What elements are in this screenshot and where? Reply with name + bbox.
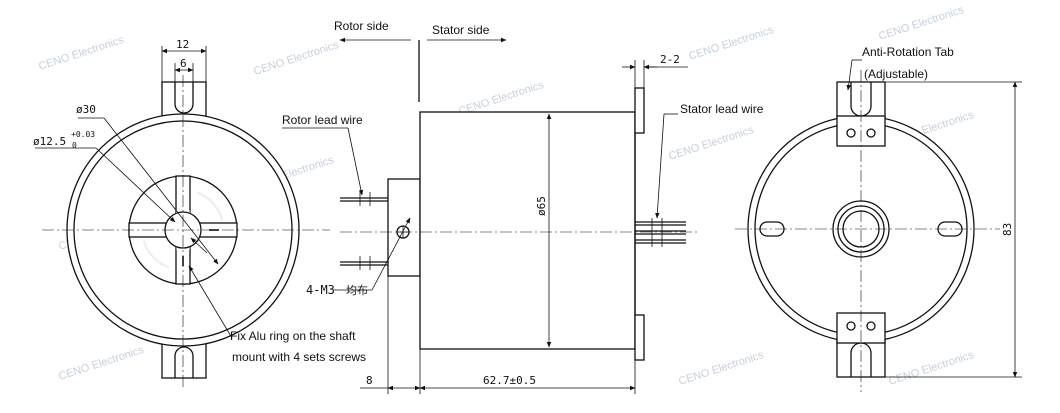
watermark: CENO Electronics (887, 349, 975, 388)
label-rotor-lead-wire: Rotor lead wire (282, 113, 363, 127)
label-stator-side: Stator side (432, 23, 490, 37)
stator-end-view: 83 Anti-Rotation Tab (Adjustable) (735, 45, 1022, 392)
label-stator-lead-wire: Stator lead wire (680, 102, 764, 116)
label-rotor-side: Rotor side (334, 19, 389, 33)
flange-top (634, 87, 645, 134)
watermark: CENO Electronics (677, 349, 765, 388)
slot-upper-right-inner (197, 192, 223, 220)
dim-12: 12 (176, 38, 189, 51)
watermark: CENO Electronics (667, 124, 755, 163)
watermark: CENO Electronics (37, 34, 125, 73)
rotor-end-view: 12 6 ø30 ø12.5 +0.03 0 Fix Alu ring on t… (33, 38, 366, 390)
label-adjustable: (Adjustable) (864, 67, 928, 81)
watermark: CENO Electronics (57, 344, 145, 383)
dim-dia-65: ø65 (535, 196, 548, 216)
dim-6: 6 (180, 57, 187, 70)
bottom-tab-slot (174, 346, 194, 378)
watermark: CENO Electronics (687, 24, 775, 63)
rotor-wires (340, 192, 388, 270)
main-body (419, 111, 636, 350)
dim-tol-plus: +0.03 (71, 130, 95, 139)
label-mount-screws: mount with 4 sets screws (232, 350, 366, 364)
label-fix-alu-ring: Fix Alu ring on the shaft (230, 329, 356, 343)
watermark: CENO Electronics (252, 39, 340, 78)
stator-wires (635, 218, 686, 247)
dim-62-7: 62.7±0.5 (483, 374, 536, 387)
label-4-m3: 4-M3 (306, 283, 335, 297)
dim-dia-12-5: ø12.5 (33, 135, 66, 148)
dim-8: 8 (366, 374, 373, 387)
dim-dia-30: ø30 (76, 103, 96, 116)
top-tab-slot (174, 82, 194, 114)
dim-83: 83 (1001, 223, 1014, 236)
label-m3-cn: 均布 (346, 284, 368, 297)
side-view: Rotor side Stator side Rotor lead wire (282, 19, 764, 394)
dim-2-2: 2-2 (660, 53, 680, 66)
watermark: CENO Electronics (877, 4, 965, 43)
slot-lower-left-inner (143, 240, 169, 268)
label-anti-rotation-tab: Anti-Rotation Tab (862, 45, 954, 59)
flange-bottom (634, 314, 645, 361)
dim-tol-zero: 0 (72, 141, 77, 150)
rotor-hub (387, 178, 421, 277)
